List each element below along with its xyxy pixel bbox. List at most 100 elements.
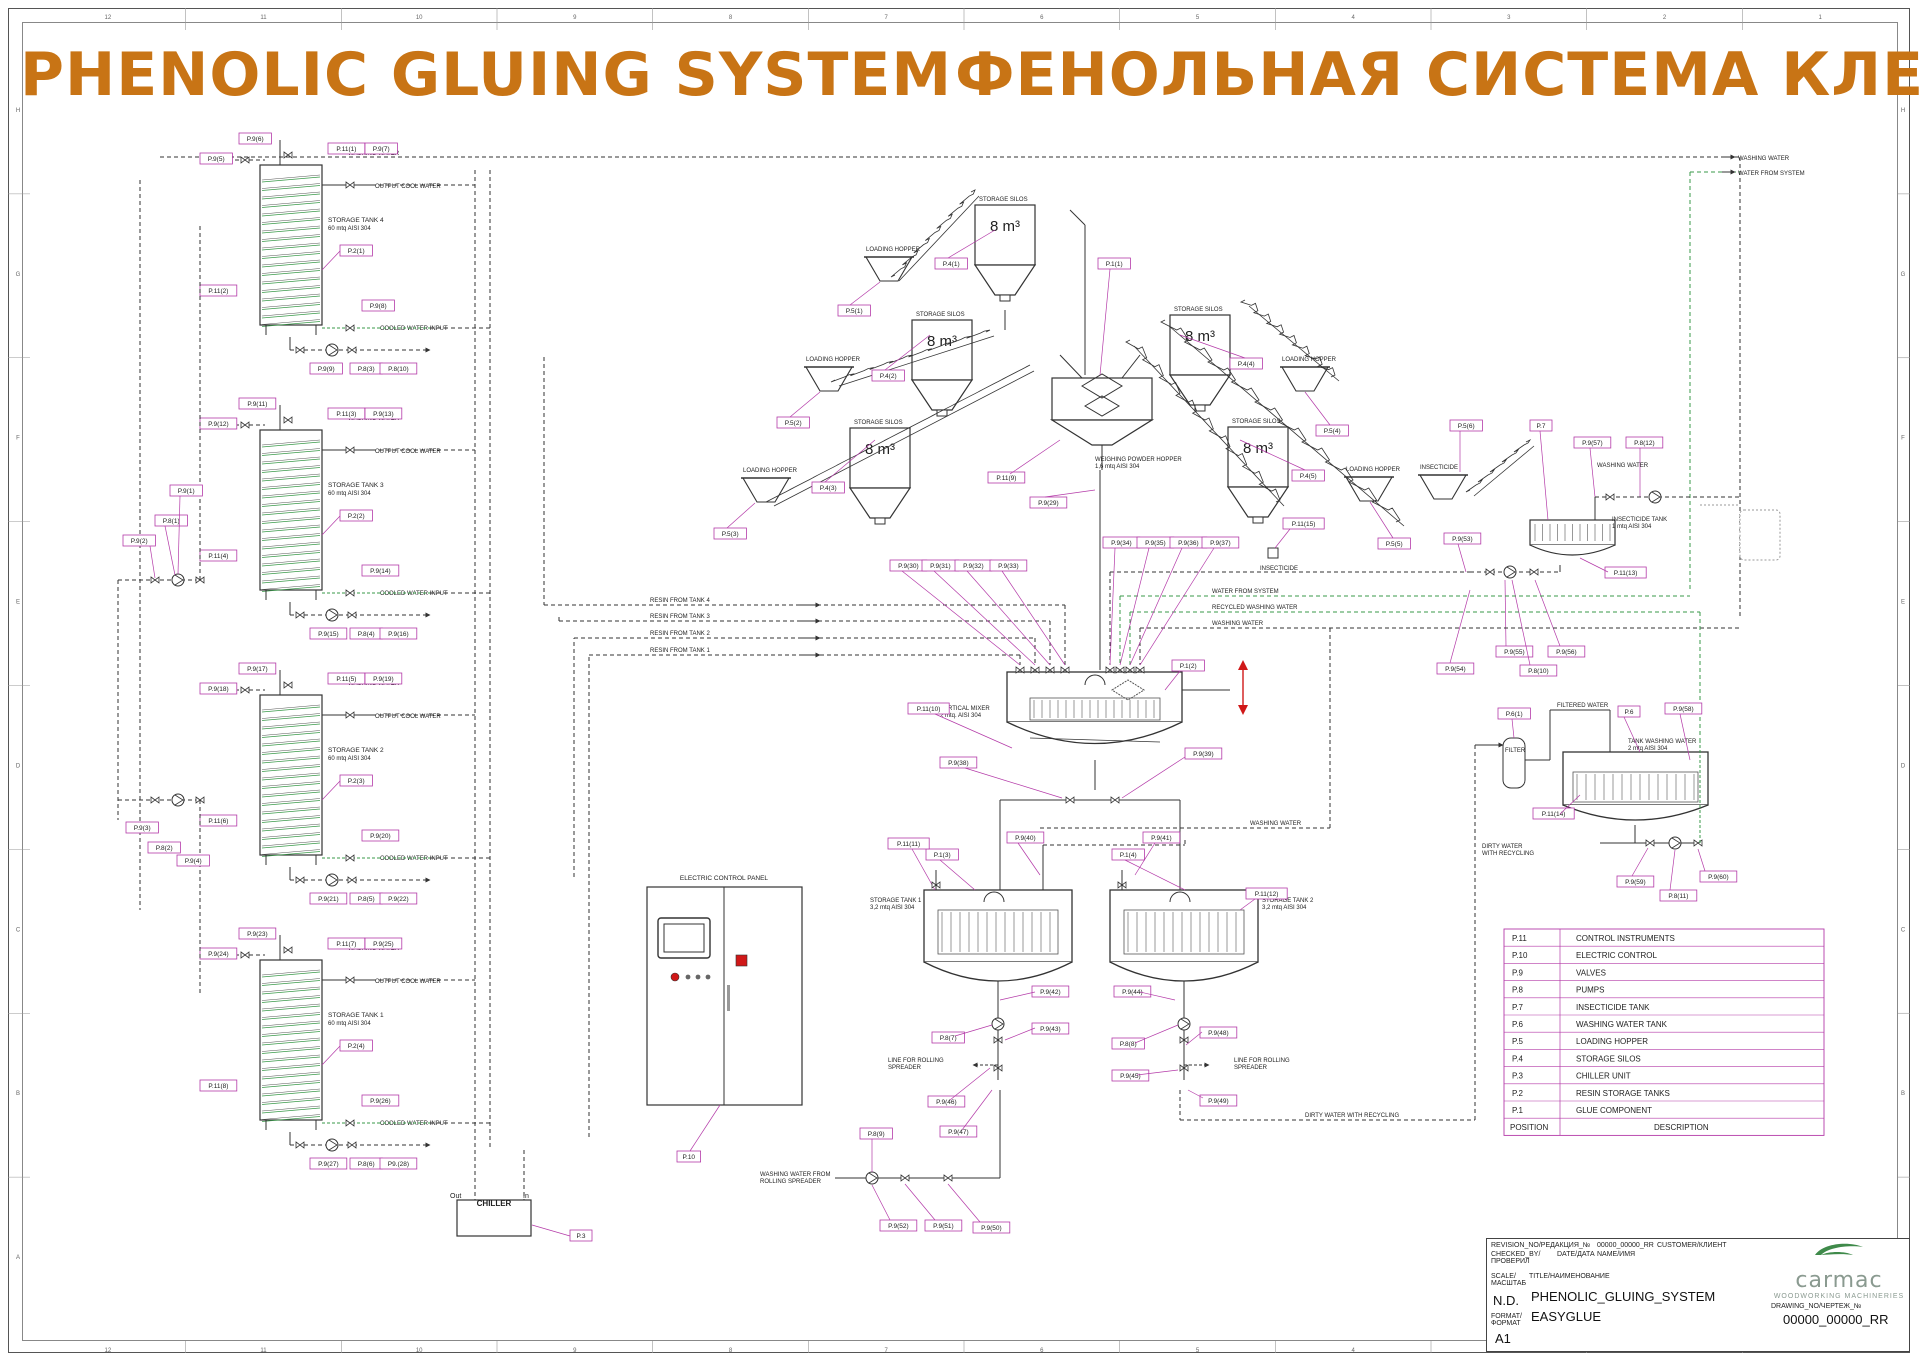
position-tag: P.9(54) [1436,662,1475,675]
tag-text: P.8(11) [1668,893,1688,900]
tag-box [924,1219,963,1232]
tag-box [1031,1022,1070,1035]
wash-tank-spec: 2 mtq AISI 304 [1628,746,1668,752]
position-tag: P.9(33) [989,559,1028,572]
position-tag: P.9(24) [199,947,238,960]
cooling-coil [261,1088,321,1095]
tag-box [1664,702,1703,715]
tag-text: P.9(21) [318,896,338,903]
cooling-coil [261,1065,321,1071]
tag-text: P.9(26) [370,1098,390,1105]
valve-icon [1605,493,1615,501]
cooling-coil [261,261,321,268]
grid-row-label-left: D [16,763,21,769]
loading-hopper: LOADING HOPPER [741,468,798,503]
cooling-coil [261,467,321,473]
screw-conveyor-casing [1248,305,1340,382]
tank-body [259,429,323,591]
legend-position: P.6 [1512,1020,1524,1029]
tag-text: P.9(2) [131,538,148,545]
position-tag: P.11(7) [327,937,366,950]
position-tag: P.1(2) [1171,659,1205,672]
position-tag: P.9(20) [361,829,400,842]
grid-col-label-bottom: 8 [729,1348,733,1354]
pump-icon [1648,490,1662,504]
tag-text: P.11(9) [996,475,1016,482]
mixer-rotation-icon [1084,674,1106,686]
position-tag: P.7 [1529,419,1553,432]
tag-text: P.9(17) [247,666,267,673]
rolling-wash-label: ROLLING SPREADER [760,1179,822,1185]
position-tag: P.8(6) [349,1157,383,1170]
tag-text: P.11(11) [897,841,920,848]
tag-text: P.7 [1537,423,1546,430]
weigh-inlet-icon [1084,395,1120,417]
legend-position: P.10 [1512,951,1528,960]
tag-text: P.5(2) [785,420,802,427]
screw-conveyor-casing [1168,325,1405,527]
leader-line [1631,847,1649,877]
cooling-coil [261,482,321,488]
cooling-coil [261,1080,321,1086]
tag-text: P.9(39) [1193,751,1213,758]
position-tag: P.4(1) [934,257,968,270]
tag-box [1529,419,1553,432]
tag-box [1199,1094,1238,1107]
weigh-cone [1049,419,1155,446]
hopper-label: LOADING HOPPER [1282,357,1337,363]
tag-text: P.9(46) [936,1099,956,1106]
tag-box [199,152,233,165]
loading-hopper: LOADING HOPPER [864,247,921,282]
silo-label: STORAGE SILOS [1174,307,1223,313]
tag-text: P.9(49) [1208,1098,1228,1105]
grid-col-label-bottom: 11 [260,1348,267,1354]
tag-text: P.9(44) [1122,989,1142,996]
cooling-coil [261,312,321,319]
cooling-coil [261,1005,321,1012]
tag-box [934,257,968,270]
cooling-coil [261,986,321,993]
valve-icon [283,151,293,159]
tag-box [1617,705,1641,718]
cooling-coil [261,310,321,317]
pipe [1069,209,1086,226]
cooling-coil [261,501,321,507]
leader-line [1044,489,1096,498]
tag-text: P.5(4) [1324,428,1341,435]
leader-line [947,1183,981,1223]
grid-col-label-bottom: 5 [1196,1348,1200,1354]
valve-icon [150,796,160,804]
legend-description: INSECTICIDE TANK [1576,1003,1650,1012]
tag-text: P.9(59) [1625,879,1645,886]
position-tag: P.4(2) [871,369,905,382]
tag-box [1519,664,1558,677]
cooling-coil [261,575,321,582]
valve-icon [1645,839,1655,847]
cooling-coil [261,174,321,181]
tag-text: P.1(1) [1106,261,1123,268]
tag-text: P.8(8) [1120,1041,1137,1048]
panel-handle-icon [727,985,730,1011]
cooling-coil [261,817,321,823]
position-tag: P.5(4) [1315,424,1349,437]
hopper-body [1419,474,1467,500]
cooling-coil [261,259,321,266]
cooling-coil [261,1116,321,1122]
leader-line [1109,547,1116,666]
cooling-coil [261,439,321,446]
valve-icon [283,946,293,954]
position-tag: P.9(23) [238,927,277,940]
tag-text: P.8(2) [156,845,173,852]
screw-conveyor-casing [1133,345,1285,507]
cooling-coil [261,200,321,206]
tag-box [339,774,373,787]
chiller-label: CHILLER [477,1199,512,1208]
cooling-coil [261,738,321,745]
tag-box [1699,870,1738,883]
tag-text: P.9(27) [318,1161,338,1168]
position-tag: P.9(14) [361,564,400,577]
tag-box [1113,985,1152,998]
tag-box [309,1157,348,1170]
